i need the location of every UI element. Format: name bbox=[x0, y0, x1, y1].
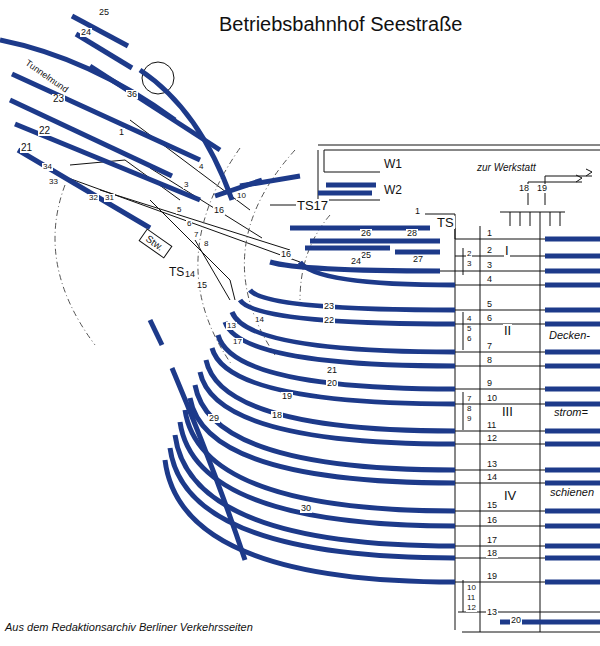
track-number: 3 bbox=[183, 181, 189, 189]
track-number: 16 bbox=[486, 516, 498, 525]
track-number: 10 bbox=[486, 394, 498, 403]
plan-label: strom= bbox=[553, 407, 589, 418]
track-number: 7 bbox=[486, 342, 493, 351]
track-number: 26 bbox=[360, 229, 372, 238]
track-number: 8 bbox=[203, 240, 209, 248]
track-number: 22 bbox=[323, 316, 335, 325]
track-number: 6 bbox=[486, 314, 493, 323]
track-number: 13 bbox=[486, 608, 498, 617]
track-number: 4 bbox=[466, 315, 472, 323]
track-number: 12 bbox=[466, 604, 477, 612]
track-number: 1 bbox=[118, 128, 125, 137]
track-number: 27 bbox=[412, 255, 424, 264]
track-number: 5 bbox=[176, 206, 182, 214]
plan-label: TS bbox=[436, 216, 455, 229]
track-number: 24 bbox=[80, 28, 92, 37]
clearance-arcs bbox=[55, 148, 330, 365]
box-text: Stw. bbox=[144, 233, 166, 253]
track-number: 2 bbox=[466, 250, 472, 258]
hall-section: III bbox=[501, 405, 514, 418]
track-number: 1 bbox=[414, 207, 421, 216]
track-number: 7 bbox=[466, 395, 472, 403]
track-number: 10 bbox=[466, 584, 477, 592]
track-number: 4 bbox=[486, 275, 493, 284]
track-number: 25 bbox=[98, 8, 110, 17]
signal-box: Stw. bbox=[139, 228, 173, 258]
track-number: 18 bbox=[486, 549, 498, 558]
track-number: 9 bbox=[486, 379, 493, 388]
hall-section: IV bbox=[503, 489, 517, 502]
plan-label: Decken- bbox=[548, 330, 591, 341]
track-number: 33 bbox=[48, 178, 59, 186]
track-number: 6 bbox=[186, 220, 192, 228]
plan-label: zur Werkstatt bbox=[476, 163, 537, 173]
track-number: 14 bbox=[184, 270, 196, 279]
track-number: 28 bbox=[406, 229, 418, 238]
track-number: 2 bbox=[486, 246, 493, 255]
track-number: 17 bbox=[232, 338, 243, 346]
track-number: 10 bbox=[236, 192, 247, 200]
track-number: 22 bbox=[38, 126, 51, 136]
track-number: 30 bbox=[300, 504, 312, 513]
wires bbox=[60, 62, 600, 632]
plan-label: W2 bbox=[383, 184, 403, 196]
track-number: 3 bbox=[466, 260, 472, 268]
track-number: 13 bbox=[226, 322, 237, 330]
track-number: 16 bbox=[213, 206, 225, 215]
track-number: 3 bbox=[486, 261, 493, 270]
track-number: 19 bbox=[536, 184, 548, 193]
source-caption: Aus dem Redaktionsarchiv Berliner Verkeh… bbox=[4, 622, 254, 633]
track-number: 20 bbox=[326, 379, 338, 388]
track-number: 7 bbox=[193, 231, 199, 239]
track-number: 14 bbox=[254, 316, 265, 324]
track-number: 15 bbox=[486, 501, 498, 510]
track-number: 18 bbox=[271, 411, 283, 420]
plan-label: TS bbox=[168, 266, 185, 278]
track-number: 8 bbox=[486, 356, 493, 365]
hall-section: II bbox=[503, 324, 512, 337]
track-number: 34 bbox=[42, 163, 53, 171]
track-number: 19 bbox=[281, 392, 293, 401]
diagram-title: Betriebsbahnhof Seestraße bbox=[218, 14, 464, 34]
track-number: 19 bbox=[486, 572, 498, 581]
track-number: 21 bbox=[20, 143, 33, 153]
track-number: 1 bbox=[486, 229, 493, 238]
track-number: 32 bbox=[88, 194, 99, 202]
track-number: 5 bbox=[486, 300, 493, 309]
track-number: 20 bbox=[510, 616, 522, 625]
plan-label: TS17 bbox=[296, 199, 329, 212]
track-number: 14 bbox=[486, 473, 498, 482]
track-number: 15 bbox=[196, 281, 208, 290]
track-number: 4 bbox=[198, 163, 204, 171]
hall-section: I bbox=[504, 244, 510, 257]
tracks bbox=[0, 16, 600, 622]
plan-label: schienen bbox=[549, 487, 595, 498]
track-number: 8 bbox=[466, 405, 472, 413]
track-number: 18 bbox=[518, 184, 530, 193]
track-number: 31 bbox=[104, 194, 115, 202]
track-number: 5 bbox=[466, 325, 472, 333]
track-number: 24 bbox=[350, 257, 362, 266]
plan-label: W1 bbox=[383, 158, 403, 170]
track-number: 17 bbox=[486, 536, 498, 545]
track-number: 21 bbox=[326, 366, 338, 375]
track-number: 13 bbox=[486, 460, 498, 469]
track-number: 11 bbox=[466, 594, 476, 602]
track-number: 36 bbox=[126, 90, 138, 99]
track-number: 9 bbox=[466, 415, 472, 423]
track-number: 6 bbox=[466, 335, 472, 343]
track-number: 23 bbox=[52, 94, 65, 104]
track-number: 29 bbox=[208, 414, 220, 423]
track-number: 12 bbox=[486, 434, 498, 443]
track-number: 11 bbox=[486, 421, 497, 430]
track-number: 16 bbox=[280, 250, 292, 259]
track-number: 23 bbox=[323, 302, 335, 311]
